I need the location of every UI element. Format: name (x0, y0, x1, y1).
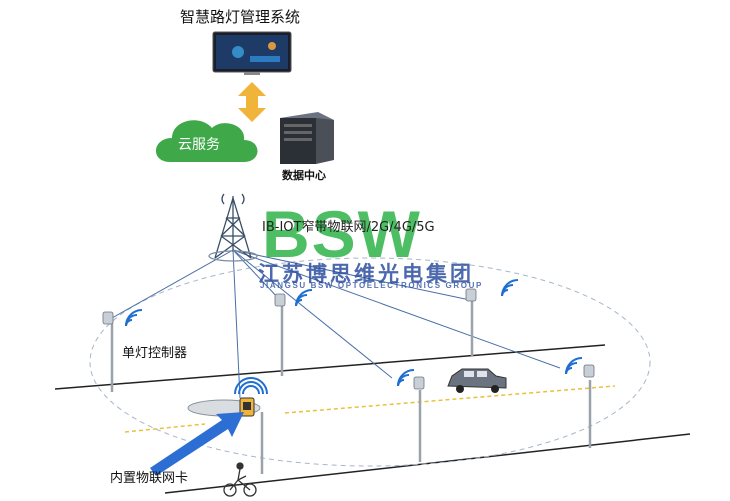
lane-line-left (124, 423, 206, 433)
network-links (111, 249, 561, 399)
datacenter-label: 数据中心 (282, 169, 326, 182)
pointer-arrow-icon (150, 412, 244, 476)
diagram-title: 智慧路灯管理系统 (180, 8, 301, 26)
server-icon (280, 112, 334, 164)
lamp-heads (102, 288, 595, 390)
monitor-icon (212, 31, 292, 75)
watermark-brand: BSW (262, 197, 422, 271)
street-lamp-icon (110, 300, 592, 474)
cloud-label: 云服务 (178, 137, 220, 153)
updown-arrow-icon (238, 82, 266, 122)
lane-line-right (284, 385, 616, 414)
sim-label: 内置物联网卡 (110, 471, 189, 486)
road-edge-bottom (164, 433, 691, 494)
coverage-area (89, 257, 651, 467)
road-edge-top (54, 344, 606, 390)
watermark-company-cn: 江苏博思维光电集团 (258, 262, 474, 286)
watermark-company-en: JIANGSU BSW OPTOELECTRONICS GROUP (260, 281, 483, 290)
lamp-with-sim (187, 397, 261, 417)
cyclist-icon (223, 462, 257, 497)
cloud-icon (155, 120, 258, 162)
wifi-signal-icon (125, 279, 583, 395)
cell-tower-icon (208, 193, 258, 262)
network-label: IB-IOT窄带物联网/2G/4G/5G (262, 220, 435, 235)
controller-label: 单灯控制器 (122, 346, 188, 361)
car-icon (447, 368, 507, 393)
